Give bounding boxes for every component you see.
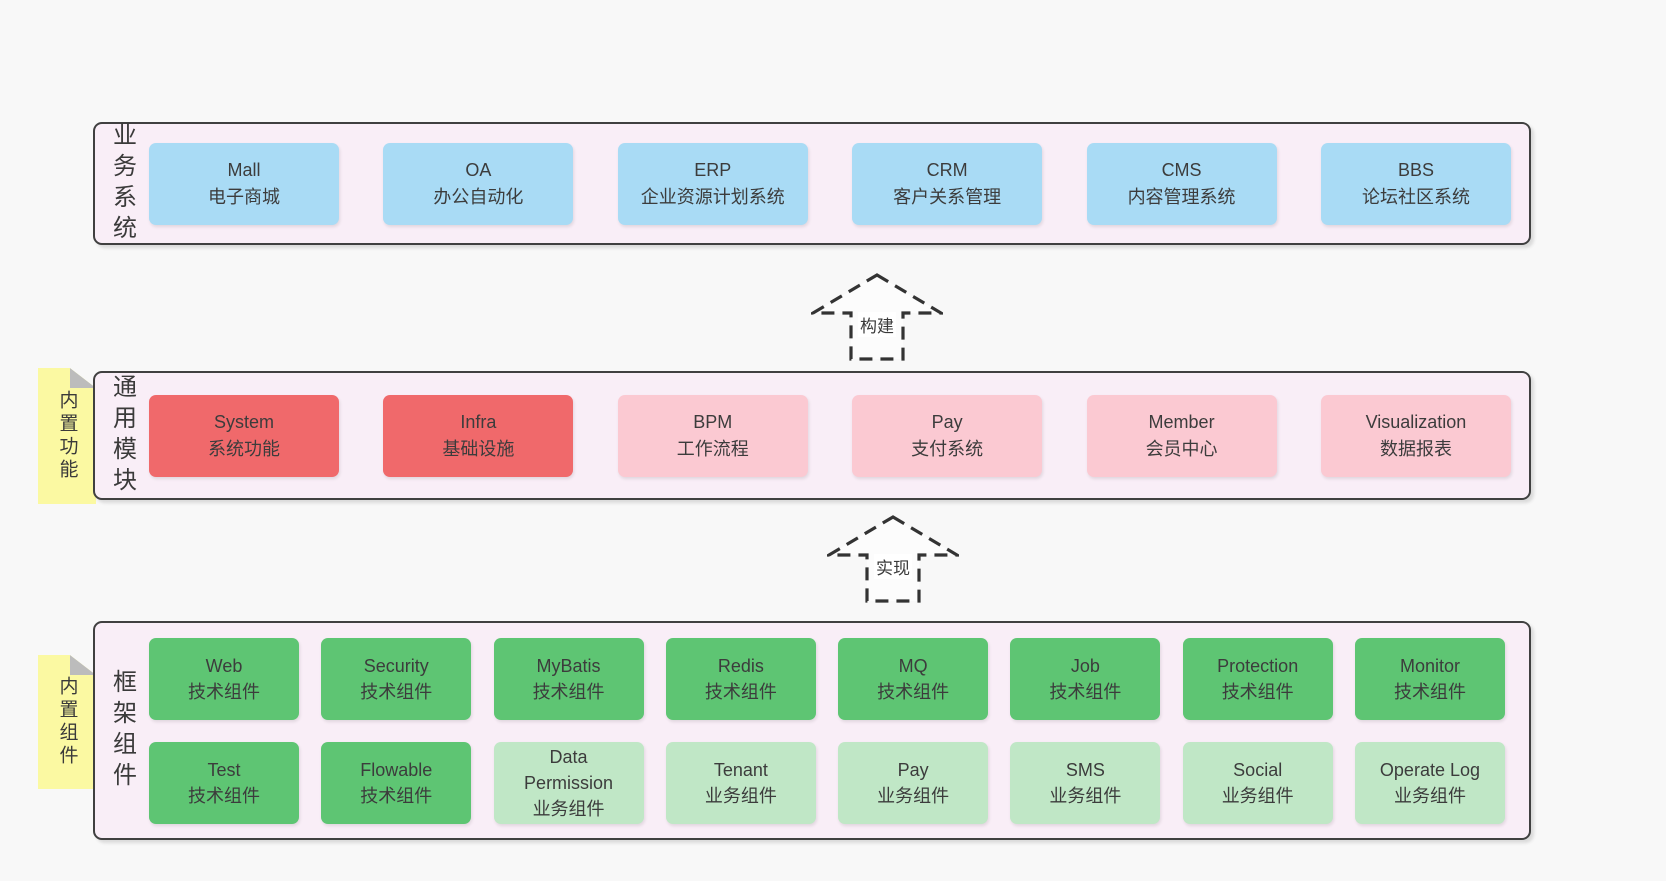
component-row-1: Web 技术组件 Security 技术组件 MyBatis 技术组件 Redi… [149,637,1505,720]
box-mq: MQ 技术组件 [838,637,989,720]
layer-label-column: 通用模块 [95,374,149,498]
box-job: Job 技术组件 [1010,637,1161,720]
layer-business-systems: 业务系统 Mall 电子商城 OA 办公自动化 ERP 企业资源计划系统 CRM… [93,122,1531,246]
layer-framework-components: 框架组件 Web 技术组件 Security 技术组件 MyBatis 技术组件… [93,621,1531,840]
box-erp: ERP 企业资源计划系统 [617,142,808,225]
box-visualization: Visualization 数据报表 [1320,394,1511,477]
box-data-permission: Data Permission 业务组件 [493,741,644,824]
common-module-boxes: System 系统功能 Infra 基础设施 BPM 工作流程 Pay 支付系统… [149,394,1529,477]
box-sms: SMS 业务组件 [1010,741,1161,824]
layer-title: 框架组件 [108,668,136,793]
box-test: Test 技术组件 [149,741,299,824]
framework-component-boxes: Web 技术组件 Security 技术组件 MyBatis 技术组件 Redi… [149,637,1529,824]
box-member: Member 会员中心 [1086,394,1277,477]
box-operate-log: Operate Log 业务组件 [1354,741,1505,824]
box-crm: CRM 客户关系管理 [852,142,1043,225]
business-system-boxes: Mall 电子商城 OA 办公自动化 ERP 企业资源计划系统 CRM 客户关系… [149,142,1529,225]
sticky-note-builtin-components: 内置组件 [38,655,96,789]
box-flowable: Flowable 技术组件 [321,741,472,824]
box-pay: Pay 支付系统 [852,394,1043,477]
box-web: Web 技术组件 [149,637,299,720]
layer-title: 通用模块 [108,373,136,498]
build-arrow: 构建 [811,272,943,362]
box-security: Security 技术组件 [321,637,472,720]
sticky-label: 内置组件 [56,676,78,768]
component-row-2: Test 技术组件 Flowable 技术组件 Data Permission … [149,741,1505,824]
layer-common-modules: 通用模块 System 系统功能 Infra 基础设施 BPM 工作流程 Pay… [93,371,1531,500]
box-monitor: Monitor 技术组件 [1354,637,1505,720]
box-redis: Redis 技术组件 [665,637,816,720]
box-mall: Mall 电子商城 [149,142,339,225]
box-bpm: BPM 工作流程 [617,394,808,477]
box-pay-component: Pay 业务组件 [838,741,989,824]
implement-arrow: 实现 [827,514,959,604]
box-bbs: BBS 论坛社区系统 [1320,142,1511,225]
sticky-note-builtin-functions: 内置功能 [38,368,96,504]
box-tenant: Tenant 业务组件 [665,741,816,824]
arrow-label: 实现 [874,554,912,579]
sticky-label: 内置功能 [56,390,78,482]
box-oa: OA 办公自动化 [383,142,574,225]
box-social: Social 业务组件 [1182,741,1333,824]
box-protection: Protection 技术组件 [1182,637,1333,720]
layer-label-column: 业务系统 [95,122,149,246]
box-mybatis: MyBatis 技术组件 [493,637,644,720]
box-system: System 系统功能 [149,394,339,477]
layer-title: 业务系统 [108,121,136,246]
layer-label-column: 框架组件 [95,669,149,793]
arrow-label: 构建 [858,312,896,337]
box-cms: CMS 内容管理系统 [1086,142,1277,225]
box-infra: Infra 基础设施 [383,394,574,477]
